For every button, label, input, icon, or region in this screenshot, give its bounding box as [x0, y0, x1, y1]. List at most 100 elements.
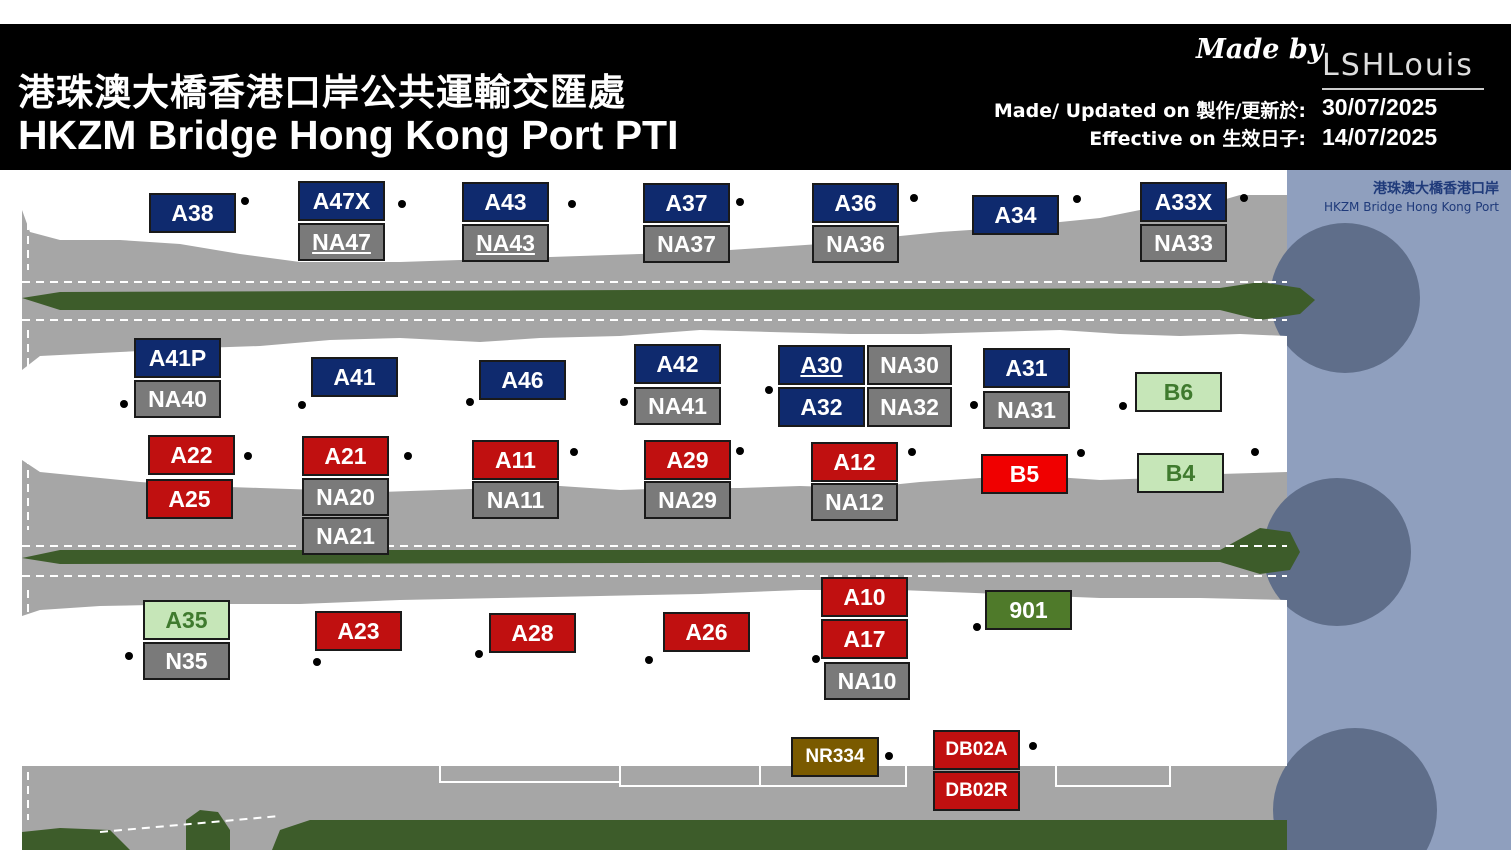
stop-A12[interactable]: A12 [811, 442, 898, 482]
stop-B4[interactable]: B4 [1137, 453, 1224, 493]
updated-value: 30/07/2025 [1322, 94, 1438, 120]
stop-marker-A42 [620, 398, 628, 406]
stop-A10[interactable]: A10 [821, 577, 908, 617]
updated-label: Made/ Updated on 製作/更新於: [993, 100, 1306, 122]
stop-NA30[interactable]: NA30 [867, 345, 952, 385]
turning-circle-1 [1270, 223, 1420, 373]
stop-A41[interactable]: A41 [311, 357, 398, 397]
stop-NA33[interactable]: NA33 [1140, 224, 1227, 262]
stop-A22[interactable]: A22 [148, 435, 235, 475]
stop-NA36[interactable]: NA36 [812, 225, 899, 263]
turning-circle-2 [1263, 478, 1411, 626]
stop-NA40[interactable]: NA40 [134, 380, 221, 418]
stop-marker-A30 [765, 386, 773, 394]
stop-marker-DB02A [1029, 742, 1037, 750]
stop-A37[interactable]: A37 [643, 183, 730, 223]
stop-A17[interactable]: A17 [821, 619, 908, 659]
stop-NA47[interactable]: NA47 [298, 223, 385, 261]
stop-NA41[interactable]: NA41 [634, 387, 721, 425]
stop-marker-A10 [812, 655, 820, 663]
stop-marker-A41P [120, 400, 128, 408]
header: 港珠澳大橋香港口岸公共運輸交匯處 HKZM Bridge Hong Kong P… [0, 24, 1511, 170]
stop-901[interactable]: 901 [985, 590, 1072, 630]
location-label-zh: 港珠澳大橋香港口岸 [1373, 181, 1499, 197]
bottom-bays [439, 766, 1171, 787]
stop-marker-B4 [1251, 448, 1259, 456]
stop-A23[interactable]: A23 [315, 611, 402, 651]
stop-NA29[interactable]: NA29 [644, 481, 731, 519]
stop-marker-A28 [475, 650, 483, 658]
green-island-2 [22, 528, 1300, 574]
stop-DB02A[interactable]: DB02A [933, 730, 1020, 770]
stop-marker-A47X [398, 200, 406, 208]
turning-circle-3 [1273, 728, 1437, 850]
stop-marker-901 [973, 623, 981, 631]
stop-marker-A34 [1073, 195, 1081, 203]
stop-marker-A21 [404, 452, 412, 460]
title-en: HKZM Bridge Hong Kong Port PTI [18, 112, 679, 158]
stop-NR334[interactable]: NR334 [791, 737, 879, 777]
stop-marker-A12 [908, 448, 916, 456]
stop-marker-A23 [313, 658, 321, 666]
stop-marker-A33X [1240, 194, 1248, 202]
stop-A31[interactable]: A31 [983, 348, 1070, 388]
stop-N35[interactable]: N35 [143, 642, 230, 680]
stop-A42[interactable]: A42 [634, 344, 721, 384]
location-label: 港珠澳大橋香港口岸 HKZM Bridge Hong Kong Port [1324, 180, 1499, 216]
stop-B6[interactable]: B6 [1135, 372, 1222, 412]
stop-NA20[interactable]: NA20 [302, 478, 389, 516]
stop-A47X[interactable]: A47X [298, 181, 385, 221]
stop-NA37[interactable]: NA37 [643, 225, 730, 263]
stop-NA12[interactable]: NA12 [811, 483, 898, 521]
location-label-en: HKZM Bridge Hong Kong Port [1323, 200, 1499, 214]
stop-marker-A36 [910, 194, 918, 202]
stop-marker-A46 [466, 398, 474, 406]
stop-marker-A38 [241, 197, 249, 205]
stop-A29[interactable]: A29 [644, 440, 731, 480]
stop-DB02R[interactable]: DB02R [933, 771, 1020, 811]
stop-marker-A37 [736, 198, 744, 206]
stop-A36[interactable]: A36 [812, 183, 899, 223]
stop-A26[interactable]: A26 [663, 612, 750, 652]
stop-NA31[interactable]: NA31 [983, 391, 1070, 429]
stop-NA10[interactable]: NA10 [824, 662, 910, 700]
stop-NA11[interactable]: NA11 [472, 481, 559, 519]
stop-marker-A43 [568, 200, 576, 208]
green-island-1 [22, 282, 1315, 320]
stop-NA43[interactable]: NA43 [462, 224, 549, 262]
effective-label: Effective on 生效日子: [1089, 128, 1306, 150]
stop-marker-A11 [570, 448, 578, 456]
stop-A33X[interactable]: A33X [1140, 182, 1227, 222]
stop-A35[interactable]: A35 [143, 600, 230, 640]
stop-marker-B6 [1119, 402, 1127, 410]
stop-marker-NR334 [885, 752, 893, 760]
stop-A21[interactable]: A21 [302, 436, 389, 476]
stop-marker-B5 [1077, 449, 1085, 457]
green-island-4 [186, 810, 230, 850]
stop-A28[interactable]: A28 [489, 613, 576, 653]
stop-marker-A41 [298, 401, 306, 409]
stop-A34[interactable]: A34 [972, 195, 1059, 235]
stop-A46[interactable]: A46 [479, 360, 566, 400]
stop-B5[interactable]: B5 [981, 454, 1068, 494]
stop-A32[interactable]: A32 [778, 387, 865, 427]
green-island-3 [22, 828, 130, 850]
author-signature: LSHLouis [1322, 48, 1474, 83]
stop-A11[interactable]: A11 [472, 440, 559, 480]
stop-marker-A26 [645, 656, 653, 664]
signature-underline [1322, 88, 1484, 90]
title-zh: 港珠澳大橋香港口岸公共運輸交匯處 [18, 71, 626, 114]
stop-A25[interactable]: A25 [146, 479, 233, 519]
stop-A38[interactable]: A38 [149, 193, 236, 233]
stop-marker-A35 [125, 652, 133, 660]
stop-NA32[interactable]: NA32 [867, 387, 952, 427]
stop-A30[interactable]: A30 [778, 345, 865, 385]
effective-value: 14/07/2025 [1322, 124, 1438, 150]
dashed-markings [22, 180, 1287, 833]
stop-NA21[interactable]: NA21 [302, 517, 389, 555]
stop-marker-A29 [736, 447, 744, 455]
made-by-label: Made by [1196, 34, 1324, 65]
stop-A43[interactable]: A43 [462, 182, 549, 222]
stop-marker-A32 [970, 401, 978, 409]
stop-A41P[interactable]: A41P [134, 338, 221, 378]
